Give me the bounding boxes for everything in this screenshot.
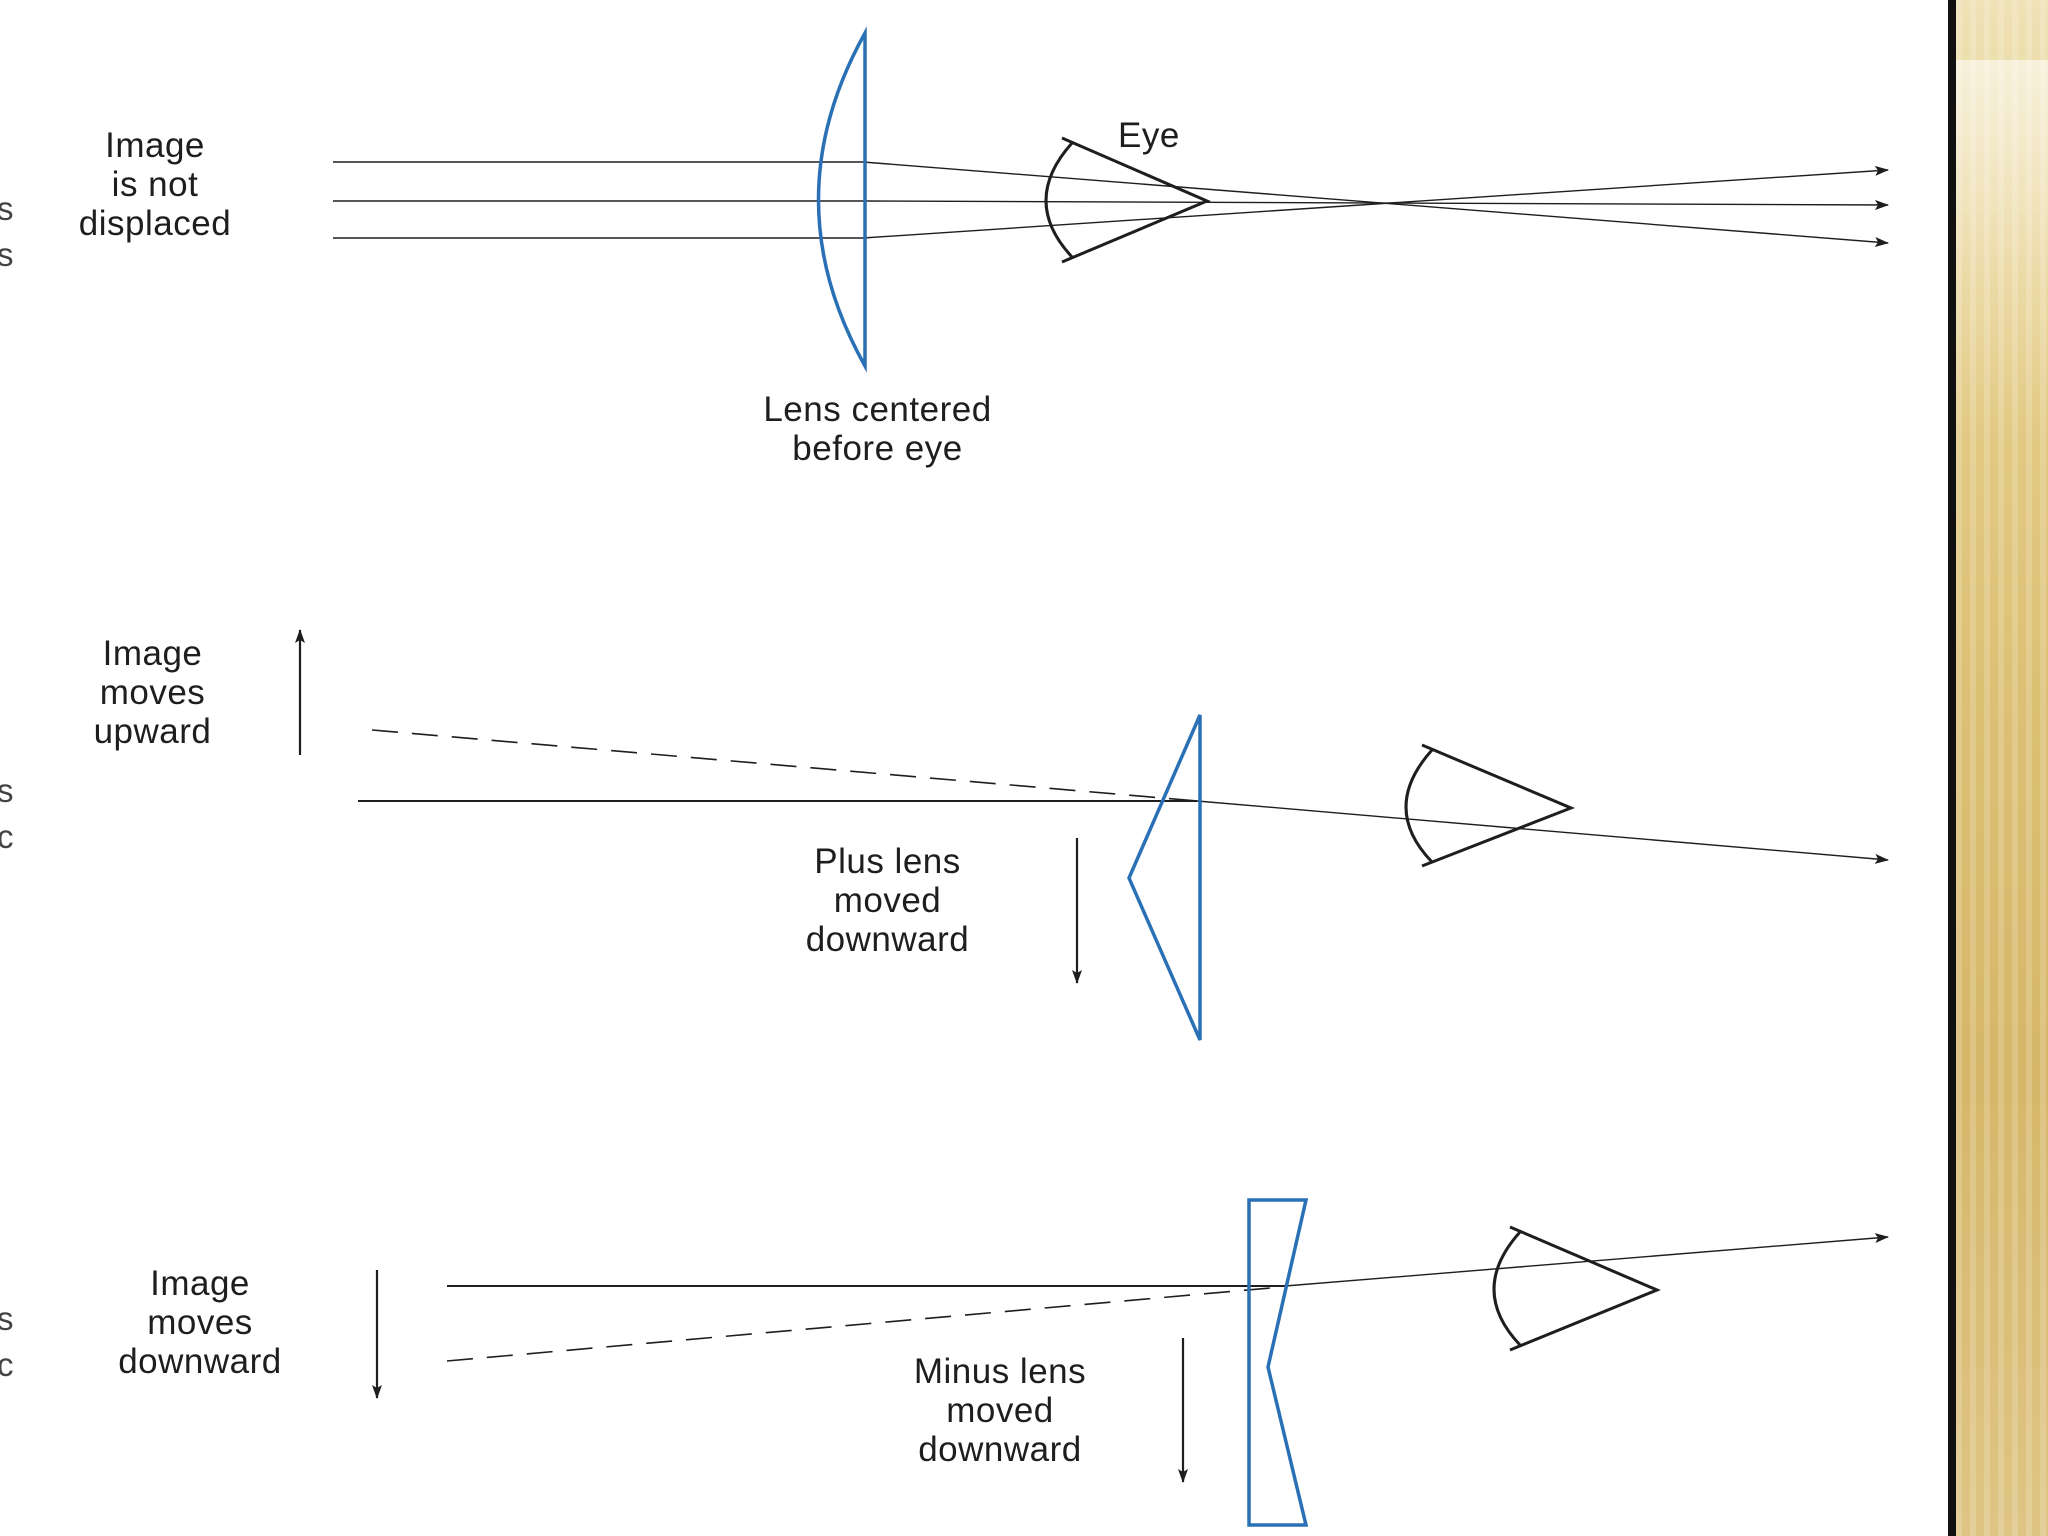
eye-icon: [1044, 136, 1211, 264]
edge-fragment: s: [0, 772, 14, 809]
panel-plus-lens: [295, 629, 1889, 1041]
eye-icon: [1492, 1225, 1661, 1352]
edge-fragment: s: [0, 190, 14, 227]
eye-icon: [1404, 743, 1575, 868]
edge-fragment: c: [0, 1346, 14, 1383]
convex-lens-centered: [816, 26, 867, 373]
edge-fragment: c: [0, 818, 14, 855]
label-image-not-displaced: Image is not displaced: [78, 126, 232, 243]
refracted-ray-bottom: [862, 165, 1889, 239]
label-minus-lens-moved-downward: Minus lens moved downward: [913, 1352, 1087, 1469]
decorative-side-panel: [1948, 0, 2048, 1536]
label-image-moves-upward: Image moves upward: [93, 634, 212, 751]
minus-lens-moved-down: [1247, 1198, 1309, 1527]
panel-centered-lens: [333, 26, 1889, 373]
plus-lens-moved-down: [1127, 714, 1202, 1041]
deviated-ray: [1284, 1233, 1889, 1287]
label-lens-centered: Lens centered before eye: [763, 390, 992, 468]
label-image-moves-downward: Image moves downward: [118, 1264, 282, 1381]
edge-fragment: s: [0, 236, 14, 273]
apparent-ray-dashed: [371, 729, 1198, 802]
label-plus-lens-moved-downward: Plus lens moved downward: [805, 842, 970, 959]
apparent-ray-dashed: [446, 1287, 1271, 1362]
edge-fragment: s: [0, 1300, 14, 1337]
refracted-ray-center: [862, 199, 1889, 210]
panel-minus-lens: [372, 1198, 1889, 1527]
deviated-ray: [1196, 800, 1889, 864]
label-eye: Eye: [1118, 116, 1180, 155]
